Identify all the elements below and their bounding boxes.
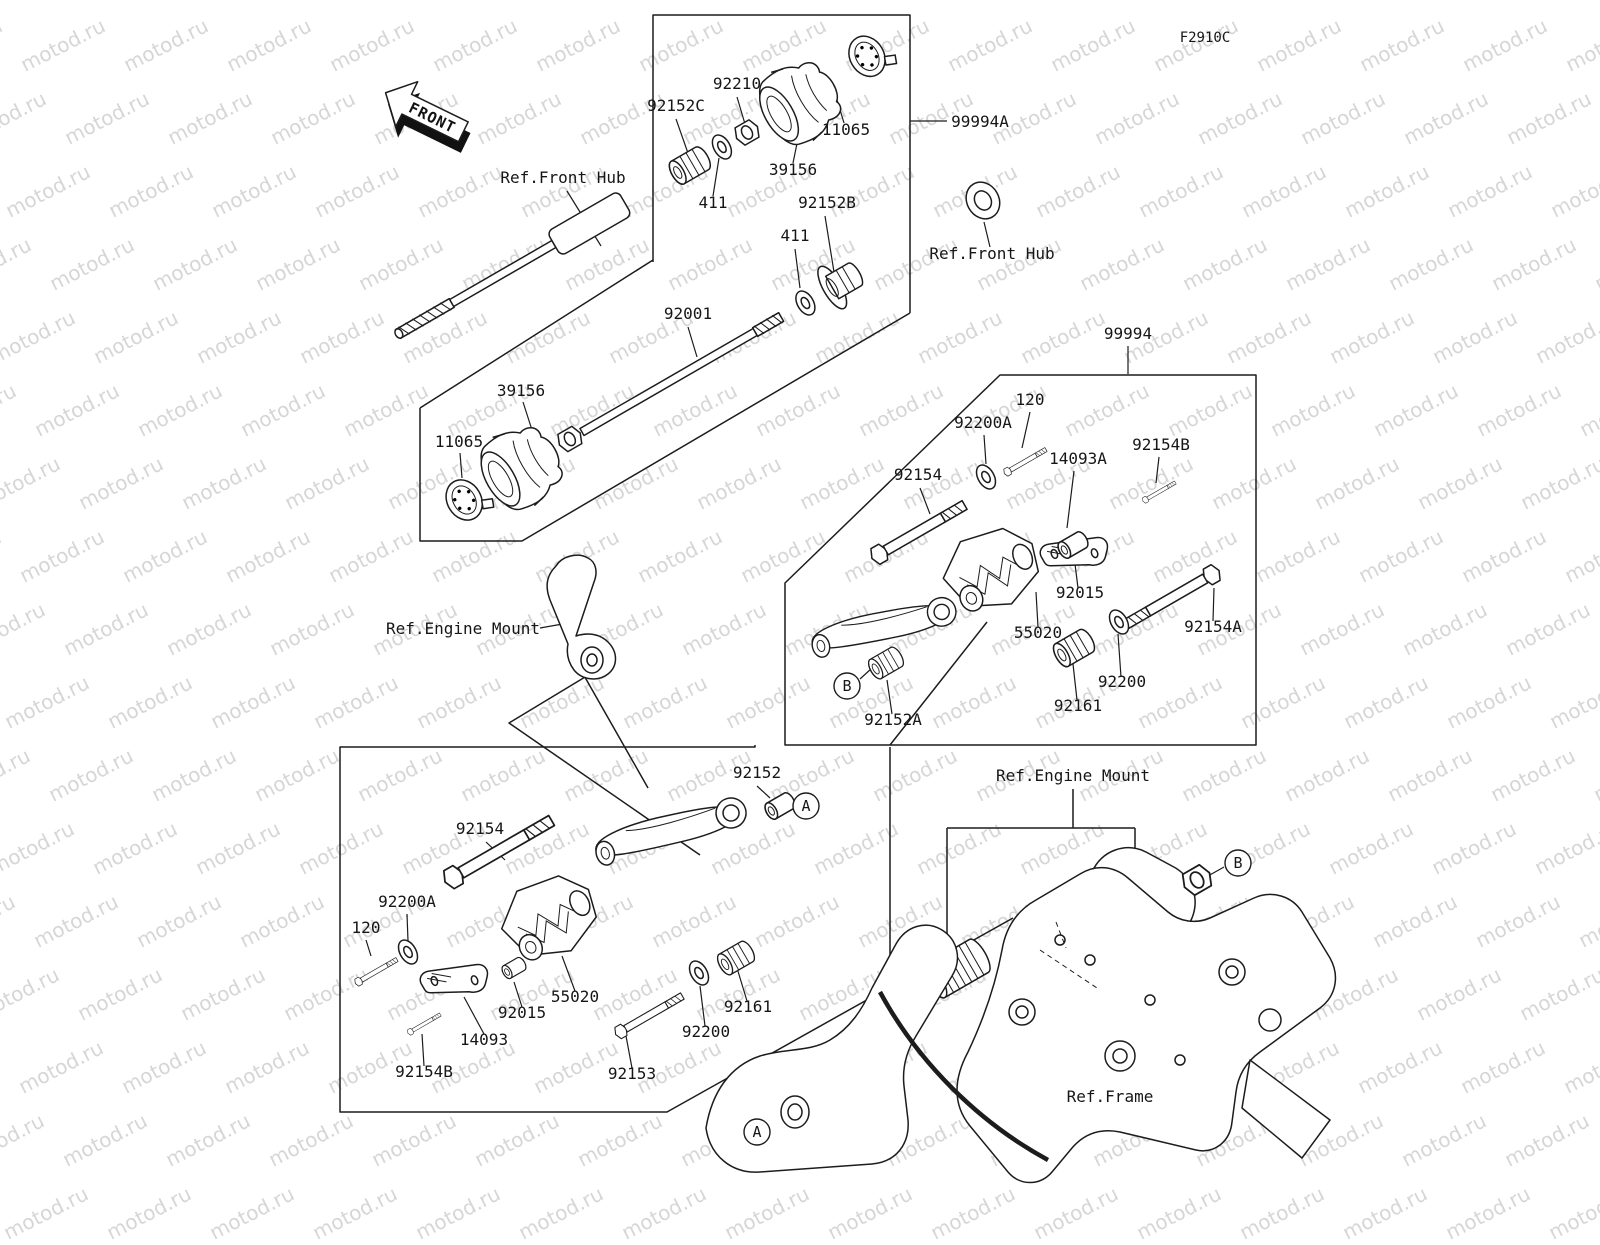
part-label-92200a-right: 92200A: [954, 413, 1012, 432]
bolt-92154b-left: [406, 1011, 443, 1037]
nut-92210: [730, 117, 764, 148]
bolt-92154b-right: [1141, 479, 1178, 505]
washer-411-mid: [791, 286, 820, 320]
svg-text:A: A: [801, 797, 810, 815]
front-hub-ring: [958, 175, 1008, 226]
part-label-14093: 14093: [460, 1030, 508, 1049]
part-label-92152a: 92152A: [864, 710, 922, 729]
part-label-120-left: 120: [352, 918, 381, 937]
svg-text:A: A: [752, 1123, 761, 1141]
marker-b-axle-collar: B: [833, 672, 861, 700]
part-label-92161-left: 92161: [724, 997, 772, 1016]
collar-92015-left: [499, 955, 529, 981]
part-label-39156-top: 39156: [769, 160, 817, 179]
front-hub-axle-assembly-top: [394, 24, 900, 340]
part-label-92200-left: 92200: [682, 1022, 730, 1041]
part-label-92153: 92153: [608, 1064, 656, 1083]
part-label-120-right: 120: [1016, 390, 1045, 409]
part-label-92154b-left: 92154B: [395, 1062, 453, 1081]
slider-assembly-right: [807, 445, 1225, 682]
frame-region: [705, 847, 1337, 1184]
part-label-99994: 99994: [1104, 324, 1152, 343]
slider-39156-top: [746, 47, 854, 157]
axle-shaft-92001: [579, 327, 758, 437]
front-frame-bracket: [705, 924, 1050, 1173]
part-label-11065-low: 11065: [435, 432, 483, 451]
part-label-411-mid: 411: [781, 226, 810, 245]
arm-55020-right: [807, 593, 960, 660]
bolt-92153: [611, 989, 687, 1041]
part-label-92001: 92001: [664, 304, 712, 323]
washer-92200a-right: [971, 460, 1001, 494]
engine-mount-left-part: [546, 554, 617, 680]
part-label-92210: 92210: [713, 74, 761, 93]
parts-diagram: FRONT: [339, 14, 1337, 1184]
outline-boxes: [339, 14, 1257, 1113]
marker-a-slider-collar: A: [792, 792, 820, 820]
knob-55020-left: [488, 860, 611, 976]
part-label-92015-right: 92015: [1056, 583, 1104, 602]
part-label-55020-left: 55020: [551, 987, 599, 1006]
part-label-92200a-left: 92200A: [378, 892, 436, 911]
part-label-92154-right: 92154: [894, 465, 942, 484]
damper-92161-left: [713, 938, 759, 978]
front-hub-sleeve: [548, 192, 631, 255]
arm-55020-left: [590, 792, 751, 868]
washer-92200a-left: [393, 935, 423, 969]
washer-92200-left: [684, 956, 714, 990]
washer-92200-right: [1104, 605, 1134, 639]
part-label-92161-right: 92161: [1054, 696, 1102, 715]
damper-92152a: [865, 644, 907, 682]
part-label-92152: 92152: [733, 763, 781, 782]
part-label-ref-front-hub-left: Ref.Front Hub: [500, 168, 625, 187]
frame-part: [956, 866, 1337, 1184]
bolt-120-left: [352, 955, 400, 988]
bracket-14093: [417, 951, 494, 1010]
part-label-92154-left: 92154: [456, 819, 504, 838]
marker-b-engine-mount: B: [1224, 849, 1252, 877]
part-label-39156-low: 39156: [497, 381, 545, 400]
svg-text:B: B: [842, 677, 851, 695]
front-arrow: FRONT: [384, 80, 471, 153]
part-label-92154b-right: 92154B: [1132, 435, 1190, 454]
part-label-11065-top: 11065: [822, 120, 870, 139]
part-label-92154a: 92154A: [1184, 617, 1242, 636]
part-label-92015-left: 92015: [498, 1003, 546, 1022]
bolt-120-right: [1001, 445, 1049, 478]
damper-92152b: [811, 250, 872, 314]
cap-11065-top: [841, 24, 900, 84]
page-code: F2910C: [1180, 30, 1231, 46]
part-label-92152b: 92152B: [798, 193, 856, 212]
part-label-92200-right: 92200: [1098, 672, 1146, 691]
svg-text:B: B: [1233, 854, 1242, 872]
front-hub-axle-assembly-lower: [438, 175, 1008, 528]
engine-mount-right-bracket: [946, 789, 1136, 934]
construction-lines: [508, 621, 988, 856]
part-label-ref-front-hub-right: Ref.Front Hub: [929, 244, 1054, 263]
part-label-99994a: 99994A: [951, 112, 1009, 131]
part-label-14093a: 14093A: [1049, 449, 1107, 468]
marker-a-frame-eye: A: [743, 1118, 771, 1146]
part-label-ref-engine-mount-right: Ref.Engine Mount: [996, 766, 1150, 785]
part-label-411-top: 411: [699, 193, 728, 212]
damper-92152c: [665, 143, 715, 188]
part-label-92152c: 92152C: [647, 96, 705, 115]
part-label-55020-right: 55020: [1014, 623, 1062, 642]
part-label-ref-engine-mount-left: Ref.Engine Mount: [386, 619, 540, 638]
part-label-ref-frame: Ref.Frame: [1067, 1087, 1154, 1106]
washer-411-top: [707, 130, 737, 164]
